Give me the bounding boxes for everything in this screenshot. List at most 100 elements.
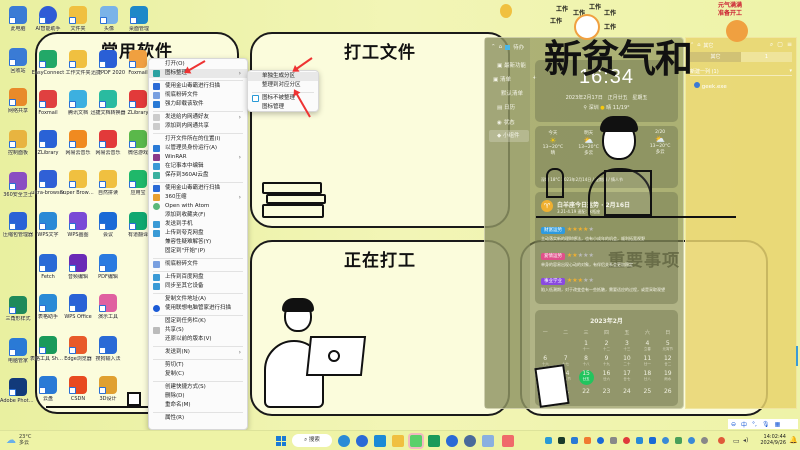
desktop-icon[interactable]: 桌面管理 bbox=[121, 6, 157, 32]
desktop-icon[interactable]: Fetch bbox=[30, 254, 66, 280]
desktop-icon[interactable]: 云盘 bbox=[30, 376, 66, 402]
menu-item-share[interactable]: 共享(S) bbox=[149, 326, 247, 335]
desktop-icon[interactable]: 会议 bbox=[90, 212, 126, 238]
tray-icon[interactable] bbox=[701, 437, 708, 444]
menu-item-compat[interactable]: 兼容性疑难解答(Y) bbox=[165, 239, 212, 245]
desktop-icon[interactable]: Foxmail bbox=[30, 90, 66, 116]
desktop-icon[interactable]: Foxmail bbox=[120, 50, 156, 76]
menu-item-icon-organize[interactable]: 图标整理› bbox=[149, 69, 247, 78]
menu-item-run-admin[interactable]: 以管理员身份运行(A) bbox=[149, 144, 247, 153]
menu-item-send-phone[interactable]: 发送到手机 bbox=[149, 220, 247, 229]
tab-other[interactable]: 其它 bbox=[690, 52, 741, 62]
desktop-icon[interactable]: ultra-browser bbox=[30, 170, 66, 196]
desktop-icon[interactable]: 头像 bbox=[91, 6, 127, 32]
punctuation-icon[interactable]: °, bbox=[752, 420, 757, 428]
tray-icon[interactable] bbox=[662, 437, 669, 444]
menu-item-open-location[interactable]: 打开文件所在的位置(I) bbox=[165, 136, 221, 142]
tray-icon[interactable] bbox=[675, 437, 682, 444]
desktop-icon[interactable]: 文件夹 bbox=[60, 6, 96, 32]
nav-item-latest[interactable]: ▣ 最新功能 bbox=[497, 63, 526, 69]
desktop-icon[interactable]: EasyConnect bbox=[30, 50, 66, 76]
desktop-icon[interactable]: 此电脑 bbox=[0, 6, 36, 32]
submenu-item-manage[interactable]: 图标管理 bbox=[262, 104, 285, 110]
menu-item-360-cloud[interactable]: 保存到360AI云盘 bbox=[149, 171, 247, 180]
desktop-icon[interactable]: 网络共享 bbox=[0, 88, 36, 114]
tray-icon[interactable] bbox=[610, 437, 617, 444]
sogou-icon[interactable] bbox=[356, 435, 368, 447]
menu-item-rename[interactable]: 重命名(M) bbox=[165, 402, 191, 408]
tray-icon[interactable] bbox=[545, 437, 552, 444]
menu-item-cut[interactable]: 剪切(T) bbox=[165, 362, 184, 368]
menu-item-copy[interactable]: 复制(C) bbox=[165, 371, 185, 377]
desktop-icon[interactable]: 控制面板 bbox=[0, 130, 36, 156]
desktop-icon[interactable]: 表格工具 Sheet bbox=[30, 336, 66, 362]
submenu-item-move-to-zone[interactable]: 整理到对应分区 bbox=[262, 82, 301, 88]
search-icon[interactable]: ⌕ bbox=[769, 41, 774, 48]
menu-item-pin-start[interactable]: 固定到"开始"(P) bbox=[165, 248, 206, 254]
desktop-icon[interactable]: 腾讯文档 bbox=[60, 90, 96, 116]
nav-item-status[interactable]: ◉ 状态 bbox=[497, 120, 515, 126]
desktop-icon[interactable]: WPS画图 bbox=[60, 212, 96, 238]
start-button[interactable] bbox=[276, 436, 286, 446]
menu-item-restore-versions[interactable]: 还原以前的版本(V) bbox=[165, 336, 212, 342]
calendar-day[interactable]: 25 bbox=[643, 388, 652, 395]
tray-icon[interactable] bbox=[558, 437, 565, 444]
weather-widget[interactable]: ☁ 23°C 多云 bbox=[6, 434, 32, 446]
desktop-icon[interactable]: ZLibrary bbox=[30, 130, 66, 156]
nav-item-widgets[interactable]: ◆ 小组件 bbox=[489, 130, 529, 142]
tray-icon[interactable] bbox=[649, 437, 656, 444]
desktop-icon[interactable]: 表格助手 bbox=[30, 294, 66, 320]
tray-icon[interactable] bbox=[688, 437, 695, 444]
desktop-icon[interactable]: 微信游戏 bbox=[120, 130, 156, 156]
calendar-day[interactable]: 22 bbox=[582, 388, 590, 395]
desktop-icon[interactable]: 电脑管家 bbox=[0, 338, 36, 364]
tab-count[interactable]: 1 bbox=[764, 54, 769, 60]
home-icon[interactable]: ⌂ bbox=[498, 44, 503, 50]
collapse-icon[interactable]: ⌃ bbox=[491, 44, 496, 50]
desktop-icon[interactable]: 音频编辑 bbox=[60, 254, 96, 280]
desktop-icon[interactable]: AI智能助手 bbox=[30, 6, 66, 32]
zone-work-files[interactable]: 打工文件 bbox=[250, 32, 510, 228]
menu-item-quark-upload[interactable]: 上传到夸克网盘 bbox=[149, 229, 247, 238]
scrollbar[interactable] bbox=[796, 346, 798, 366]
ime-mode-icon[interactable]: ⊖ bbox=[731, 420, 737, 428]
tray-icon[interactable] bbox=[636, 437, 643, 444]
calendar-day[interactable]: 24 bbox=[623, 388, 631, 395]
desktop-icon[interactable]: 360安全卫士 bbox=[0, 172, 36, 198]
menu-item-shred[interactable]: 彻底粉碎文件 bbox=[149, 91, 247, 100]
desktop-icon[interactable]: 三角形样式 bbox=[0, 296, 36, 322]
desktop-icon[interactable]: PDF编辑 bbox=[90, 254, 126, 280]
notification-bell-icon[interactable]: 🔔 bbox=[789, 436, 798, 444]
desktop-icon[interactable]: 应用宝 bbox=[120, 170, 156, 196]
menu-item-kingsoft-scan[interactable]: 使用金山毒霸进行扫描 bbox=[149, 82, 247, 91]
wechat-icon[interactable] bbox=[410, 435, 422, 447]
tray-icon[interactable] bbox=[571, 437, 578, 444]
menu-item-lan-share[interactable]: 添加到内网通共享 bbox=[149, 122, 247, 131]
menu-item-shred-2[interactable]: 彻底粉碎文件 bbox=[149, 260, 247, 269]
desktop-icon[interactable]: WPS Office bbox=[60, 294, 96, 320]
add-list-button[interactable]: + bbox=[532, 75, 537, 81]
file-explorer-icon[interactable] bbox=[392, 435, 404, 447]
desktop-icon[interactable]: 自然拼读 bbox=[90, 170, 126, 196]
menu-item-kingsoft-scan-2[interactable]: 使用金山毒霸进行扫描 bbox=[149, 184, 247, 193]
desktop-icon[interactable]: 网易云音乐 bbox=[90, 130, 126, 156]
menu-item-360zip[interactable]: 360压缩› bbox=[149, 193, 247, 202]
menu-icon[interactable]: ≡ bbox=[786, 41, 792, 48]
grid-icon[interactable]: ▦ bbox=[774, 420, 781, 428]
volume-icon[interactable]: ◂) bbox=[743, 437, 749, 444]
submenu-item-exclude[interactable]: 图标不被整理 bbox=[248, 94, 318, 103]
tray-icon[interactable] bbox=[597, 437, 604, 444]
right-fence-panel[interactable]: ⌃ ⌂ 其它 ⌕ ▢ ≡ 其它 1 新建一列 (1) ▾ geek.exe bbox=[685, 37, 797, 409]
qq-icon[interactable] bbox=[623, 437, 630, 444]
desktop-icon[interactable]: ZLibrary bbox=[120, 90, 156, 116]
